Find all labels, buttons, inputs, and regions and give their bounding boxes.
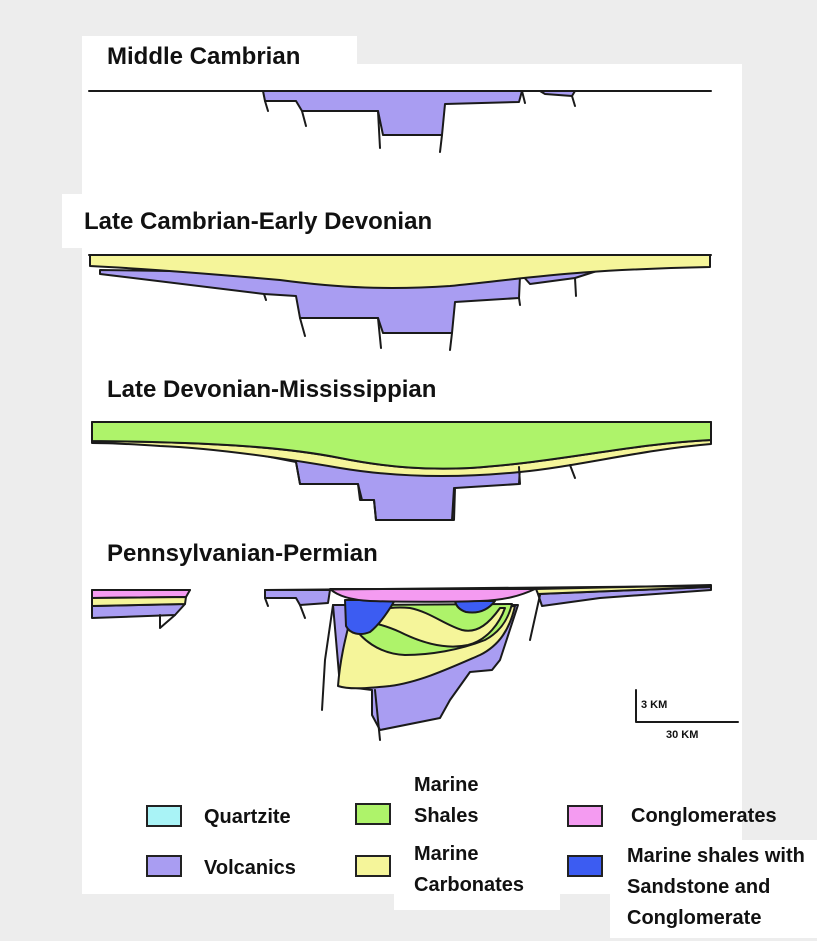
legend-swatch-marine-shales-sandstone (567, 855, 603, 877)
legend-label-volcanics: Volcanics (204, 853, 296, 884)
legend-label-marine-shales-sandstone-line2: Sandstone and (627, 872, 770, 903)
scale-horizontal-label: 30 KM (666, 729, 698, 741)
volcanics-blocks-4 (265, 590, 330, 605)
section-middle-cambrian (89, 91, 711, 152)
section-late-devonian-mississippian (92, 422, 711, 520)
legend-label-marine-carbonates-line1: Marine (414, 839, 478, 870)
legend-swatch-volcanics (146, 855, 182, 877)
legend-label-marine-carbonates-line2: Carbonates (414, 870, 524, 901)
conglomerate-top-4 (330, 589, 535, 602)
legend-label-marine-shales-sandstone-line3: Conglomerate (627, 903, 761, 934)
legend-label-conglomerates: Conglomerates (631, 801, 777, 832)
legend-label-quartzite: Quartzite (204, 802, 291, 833)
section-pennsylvanian-permian (92, 585, 711, 740)
legend-swatch-quartzite (146, 805, 182, 827)
section-late-cambrian-early-devonian (89, 255, 711, 350)
scale-vertical-label: 3 KM (641, 699, 667, 711)
legend-swatch-marine-shales (355, 803, 391, 825)
legend-label-marine-shales-line1: Marine (414, 770, 478, 801)
legend-swatch-conglomerates (567, 805, 603, 827)
legend-label-marine-shales-sandstone-line1: Marine shales with (627, 841, 805, 872)
legend-swatch-marine-carbonates (355, 855, 391, 877)
legend-label-marine-shales-line2: Shales (414, 801, 478, 832)
carbonate-left-4 (92, 597, 186, 606)
